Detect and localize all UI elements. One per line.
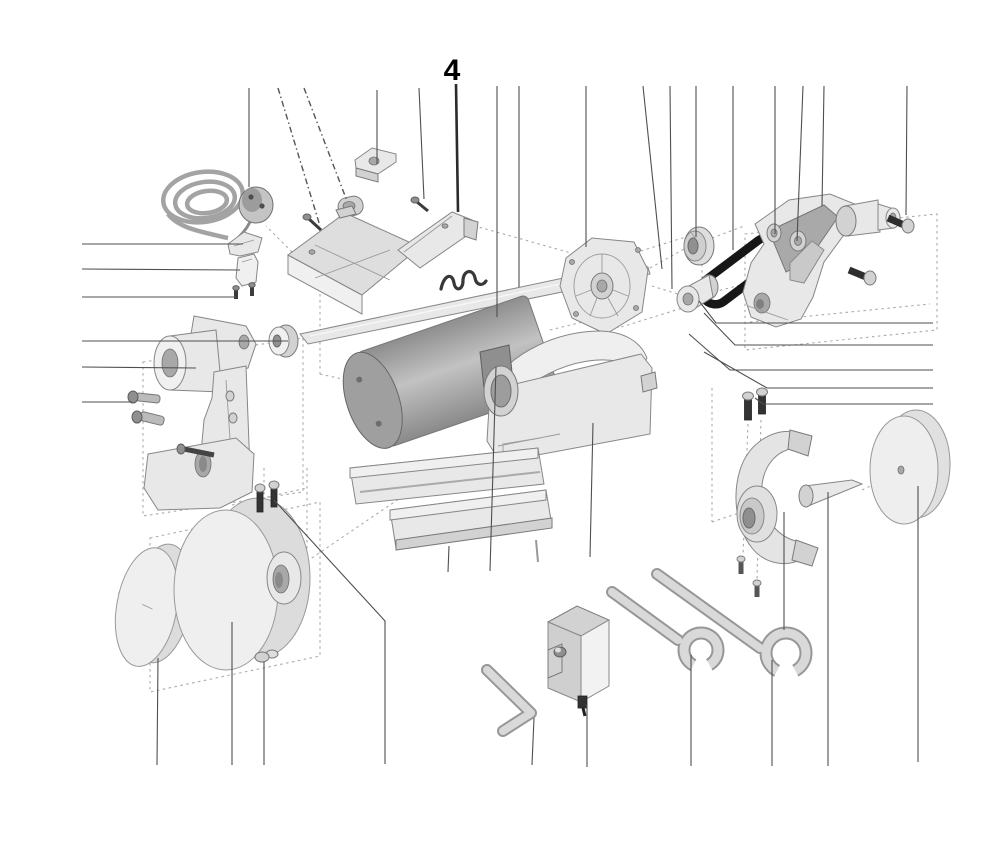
wire-spring	[439, 270, 488, 291]
polishing-wheel	[173, 497, 311, 671]
motor-housing-cover	[479, 330, 658, 463]
leader-lines-top	[248, 83, 908, 317]
power-cord-with-plug	[160, 169, 274, 241]
open-end-wrench-large	[651, 568, 813, 689]
screw-left-of-cover	[302, 213, 323, 232]
leader-lines-middle	[273, 366, 594, 764]
motor	[342, 295, 559, 449]
open-end-wrench-small	[606, 586, 725, 682]
hex-key	[481, 664, 537, 737]
wheel-guard-right	[735, 429, 819, 567]
fork-bearing-nuts	[766, 223, 807, 252]
base-rail-profiles	[349, 447, 553, 563]
flange-washer	[683, 226, 715, 266]
motor-end-bell	[559, 237, 649, 335]
leader-lines-left	[81, 243, 288, 403]
leader-lines-right	[688, 300, 933, 405]
spindle-boss	[835, 199, 901, 237]
hex-socket-screws	[254, 480, 280, 513]
callout-label: 4	[444, 54, 461, 87]
left-bracket-screws	[127, 390, 165, 426]
polishing-disc-right	[869, 409, 951, 525]
spark-guard-cover	[287, 205, 479, 315]
left-bracket-arm	[143, 315, 257, 511]
right-bracket-screws	[742, 214, 915, 421]
leader-lines-bottom	[156, 486, 919, 767]
cable-sleeve	[235, 253, 259, 287]
screw-right-of-cover	[410, 196, 429, 213]
switch-bracket	[354, 147, 397, 183]
cone-arbor	[798, 479, 864, 508]
hex-nut	[254, 649, 279, 663]
drive-pulley	[676, 274, 719, 313]
cord-clamp	[227, 231, 263, 257]
wheel-guard-screws	[736, 555, 762, 597]
clamp-bracket	[546, 605, 611, 717]
